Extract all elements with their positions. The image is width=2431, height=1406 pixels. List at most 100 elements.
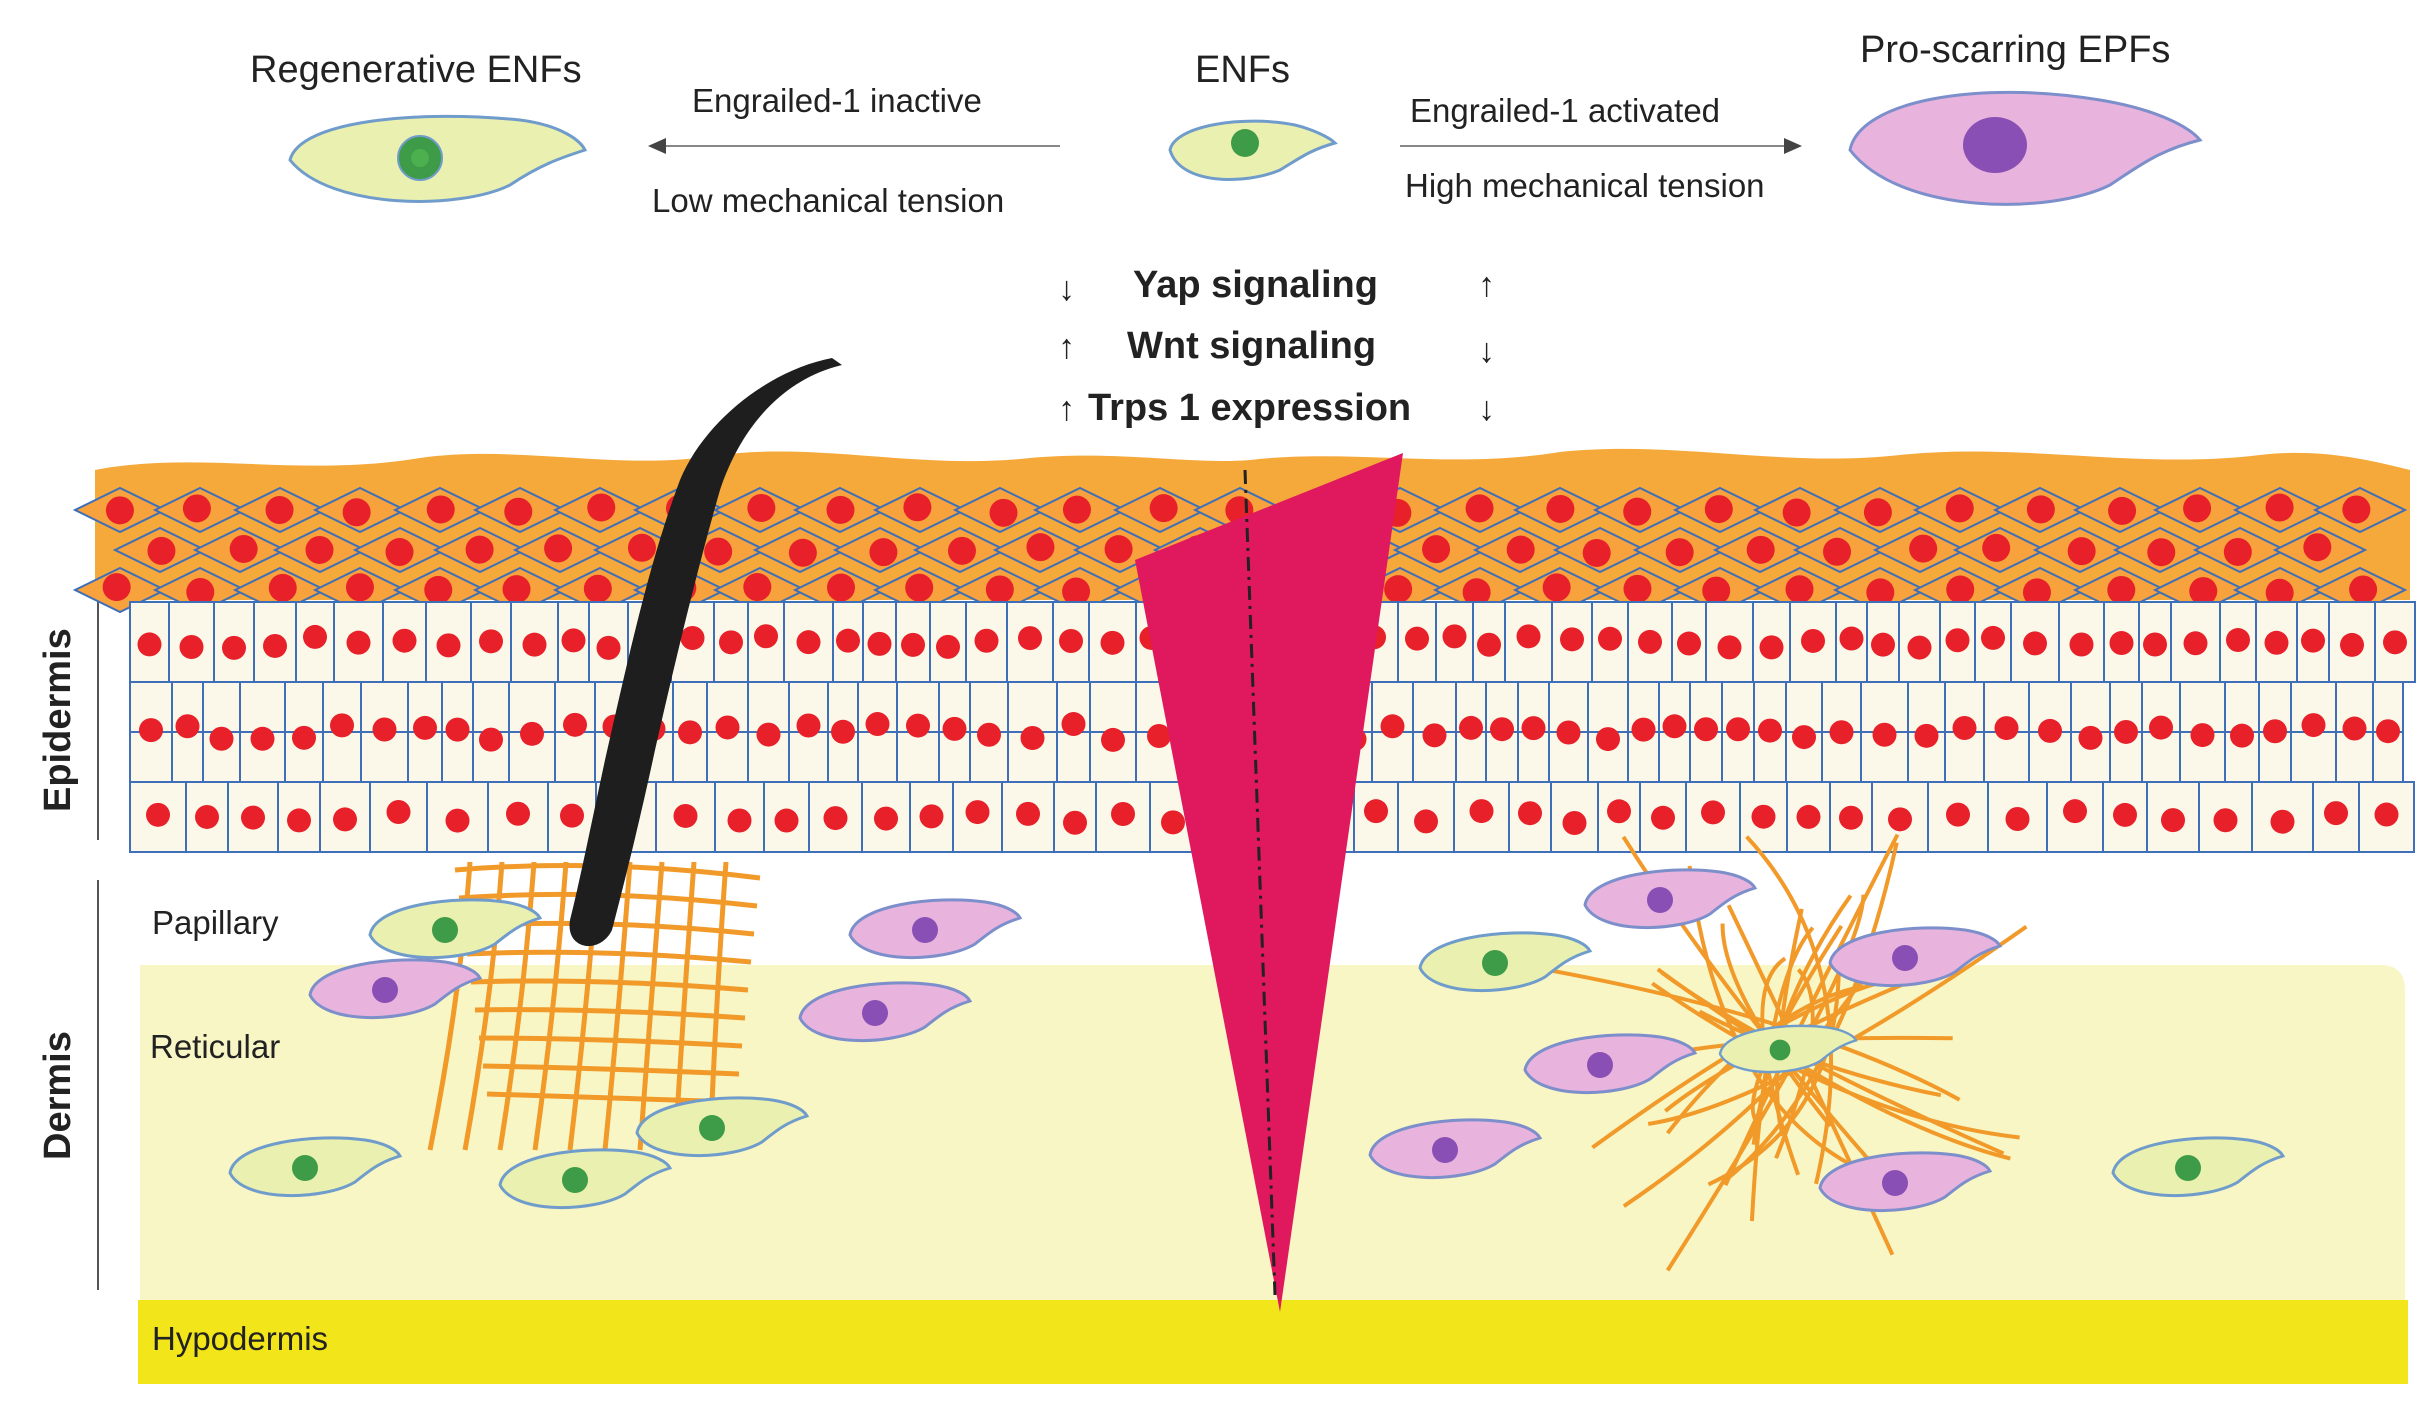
- regenerative-fibroblast: [635, 1096, 810, 1158]
- cell-nucleus: [1104, 535, 1133, 564]
- cell-nucleus: [936, 634, 960, 659]
- cell-nucleus: [2114, 719, 2138, 744]
- cell-nucleus: [333, 807, 357, 832]
- cell-nucleus: [1462, 578, 1491, 607]
- dermis-label: Dermis: [37, 1031, 79, 1160]
- cell-nucleus: [1892, 945, 1918, 971]
- cell-nucleus: [1888, 807, 1912, 832]
- cell-nucleus: [139, 718, 163, 743]
- keratinocyte: [1455, 731, 1487, 783]
- hypodermis-label: Hypodermis: [152, 1320, 328, 1357]
- cell-nucleus: [826, 495, 855, 524]
- cell-nucleus: [989, 498, 1018, 527]
- cell-nucleus: [974, 628, 999, 653]
- cell-nucleus: [719, 630, 743, 655]
- cell-nucleus: [562, 1167, 588, 1193]
- cell-nucleus: [2265, 578, 2294, 607]
- cell-nucleus: [502, 575, 531, 604]
- cell-nucleus: [1111, 801, 1135, 826]
- pro-scarring-fibroblast: [1818, 1151, 1993, 1213]
- cell-nucleus: [1546, 494, 1575, 523]
- cell-nucleus: [587, 493, 616, 522]
- collagen-fiber: [532, 861, 569, 1151]
- cell-nucleus: [796, 713, 821, 738]
- keratinocyte: [896, 731, 940, 783]
- cell-nucleus: [1587, 1052, 1613, 1078]
- cell-nucleus: [942, 716, 967, 741]
- collagen-fiber: [470, 978, 749, 993]
- cell-nucleus: [1677, 631, 1701, 656]
- cell-nucleus: [1422, 723, 1447, 748]
- keratinocyte: [1007, 681, 1058, 733]
- cell-nucleus: [2143, 632, 2167, 657]
- cell-nucleus: [1702, 576, 1731, 605]
- pro-scarring-fibroblast: [1368, 1118, 1543, 1180]
- cell-nucleus: [1701, 800, 1725, 825]
- cell-nucleus: [1882, 1170, 1908, 1196]
- cell-nucleus: [1746, 535, 1775, 564]
- cell-nucleus: [1582, 538, 1611, 567]
- cell-nucleus: [2109, 631, 2134, 656]
- cell-nucleus: [1945, 628, 1970, 653]
- cell-nucleus: [1598, 626, 1622, 651]
- cell-nucleus: [426, 495, 455, 524]
- collagen-fiber: [1656, 967, 2011, 1161]
- pro-scarring-fibroblast: [1523, 1033, 1698, 1095]
- collagen-fiber: [602, 861, 633, 1151]
- engrailed-inactive-label: Engrailed-1 inactive: [692, 82, 982, 119]
- cell-nucleus: [147, 536, 176, 565]
- cell-nucleus: [1704, 495, 1733, 524]
- cell-nucleus: [1459, 715, 1483, 740]
- cell-nucleus: [436, 633, 461, 658]
- cell-nucleus: [563, 712, 587, 737]
- cell-nucleus: [263, 633, 287, 658]
- cell-nucleus: [560, 803, 584, 828]
- cell-nucleus: [919, 804, 944, 829]
- cell-nucleus: [445, 717, 470, 742]
- cell-nucleus: [1726, 717, 1750, 742]
- cell-nucleus: [715, 715, 740, 740]
- cell-nucleus: [1717, 635, 1742, 660]
- keratinocyte: [1587, 681, 1629, 733]
- cell-nucleus: [1631, 717, 1656, 742]
- regenerative-fibroblast: [228, 1136, 403, 1198]
- pro-scarring-fibroblast: [848, 898, 1023, 960]
- collagen-meshwork-regenerative: [427, 861, 761, 1151]
- cell-nucleus: [1465, 494, 1494, 523]
- cell-nucleus: [869, 538, 898, 567]
- cell-nucleus: [2349, 575, 2378, 604]
- cell-nucleus: [1662, 714, 1687, 739]
- cell-nucleus: [303, 624, 327, 649]
- cell-nucleus: [1062, 495, 1091, 524]
- cell-nucleus: [1490, 717, 1514, 742]
- cell-nucleus: [241, 805, 265, 830]
- cell-nucleus: [627, 533, 656, 562]
- cell-nucleus: [1994, 716, 2019, 741]
- cell-nucleus: [445, 808, 470, 833]
- cell-nucleus: [699, 1115, 725, 1141]
- cell-nucleus: [479, 629, 503, 654]
- cell-nucleus: [903, 493, 932, 522]
- cell-nucleus: [292, 1155, 318, 1181]
- cell-nucleus: [345, 573, 374, 602]
- cell-nucleus: [2301, 713, 2326, 738]
- cell-nucleus: [1647, 887, 1673, 913]
- cell-nucleus: [1946, 575, 1975, 604]
- cell-nucleus: [1801, 628, 1825, 653]
- cell-nucleus: [2038, 718, 2062, 743]
- regenerative-fibroblast: [498, 1148, 673, 1210]
- cell-nucleus: [506, 801, 530, 826]
- cell-nucleus: [1016, 801, 1040, 826]
- keratinocyte: [1371, 731, 1414, 783]
- cell-nucleus: [831, 719, 855, 744]
- cell-nucleus: [1018, 626, 1042, 651]
- cell-nucleus: [756, 722, 781, 747]
- cell-nucleus: [346, 630, 371, 655]
- cell-nucleus: [544, 534, 573, 563]
- cell-nucleus: [342, 498, 371, 527]
- collagen-fiber: [1720, 923, 1832, 1128]
- cell-nucleus: [1596, 727, 1620, 752]
- cell-nucleus: [1364, 799, 1388, 824]
- cell-nucleus: [1782, 498, 1811, 527]
- cell-nucleus: [1422, 535, 1451, 564]
